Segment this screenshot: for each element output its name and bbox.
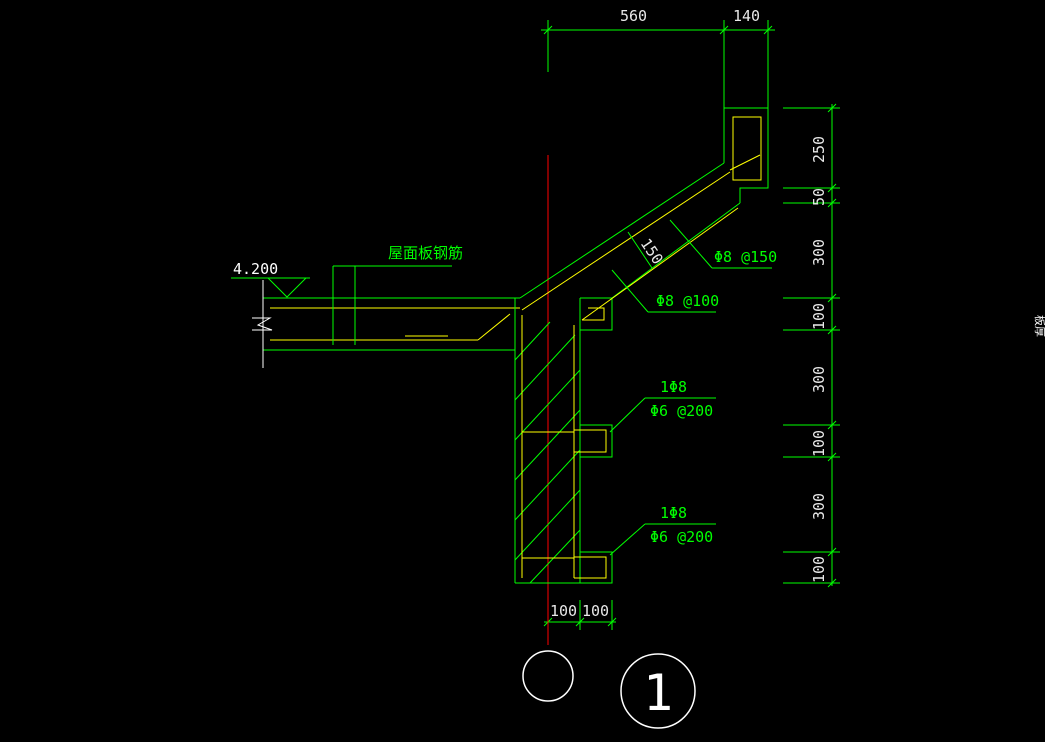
right-tick-1 [827, 183, 837, 193]
top-beam-stirrup [732, 116, 762, 181]
bottom-dim-right-label: 100 [582, 602, 609, 620]
label-rib1-stirrup: Φ6 @200 [650, 402, 713, 420]
rib-2-outline [580, 551, 613, 584]
right-tick-8 [827, 578, 837, 588]
label-rib1-main: 1Φ8 [660, 378, 687, 396]
axis-bubble [522, 650, 574, 702]
bottom-dim-left-label: 100 [550, 602, 577, 620]
rib-1-stirrup [574, 429, 607, 453]
elevation-triangle [267, 277, 307, 298]
hatch-7 [514, 321, 551, 361]
right-tick-3 [827, 293, 837, 303]
elevation-marker [231, 277, 310, 298]
top-beam-outline [723, 107, 769, 203]
rib-2 [580, 551, 613, 584]
right-tick-2 [827, 198, 837, 208]
top-beam-rebar [729, 116, 762, 181]
right-tick-6 [827, 452, 837, 462]
rib-1-rebar [574, 429, 607, 453]
hatch-2 [514, 369, 581, 441]
right-tick-5 [827, 420, 837, 430]
slab-label: 屋面板钢筋 [388, 244, 463, 262]
rib-2-rebar [574, 556, 607, 579]
slope-thickness-dim [627, 231, 653, 269]
roof-slab [252, 280, 520, 368]
label-slope-top: Φ8 @150 [714, 248, 777, 266]
right-dim-label-3: 100 [810, 303, 828, 330]
label-rib2-main: 1Φ8 [660, 504, 687, 522]
bottom-tick-right [607, 617, 617, 627]
rebar-leaders [609, 219, 772, 556]
bottom-tick-mid [575, 617, 585, 627]
hatch-5 [514, 489, 581, 561]
right-dim-label-4: 300 [810, 366, 828, 393]
section-mark-number: 1 [643, 664, 673, 722]
top-dimension-left-label: 560 [620, 7, 647, 25]
label-slope-bottom: Φ8 @100 [656, 292, 719, 310]
rib-1 [580, 424, 613, 458]
slope-bottom-rebar [581, 207, 739, 321]
slope-top-rebar [521, 171, 731, 311]
label-rib2-stirrup: Φ6 @200 [650, 528, 713, 546]
right-dim-label-7: 100 [810, 556, 828, 583]
top-tick-right [763, 25, 773, 35]
slope-end-hook [582, 307, 605, 321]
right-dimension [783, 103, 840, 588]
slope-thickness-line [627, 231, 653, 269]
sloped-rebar [521, 171, 739, 321]
right-dim-label-5: 100 [810, 430, 828, 457]
hatch-4 [514, 449, 581, 521]
rib-1-outline [580, 424, 613, 458]
top-dimension [541, 20, 775, 108]
top-beam [723, 107, 769, 203]
leader-rib2 [609, 523, 646, 556]
slab-rebar-bend [477, 313, 511, 341]
elevation-value: 4.200 [233, 260, 278, 278]
slope-bottom-edge [580, 202, 741, 331]
top-tick-left [543, 25, 553, 35]
right-tick-0 [827, 103, 837, 113]
slab-label-leader [332, 265, 452, 345]
hatch-3 [514, 409, 581, 481]
section-mark-circle [620, 653, 696, 729]
right-dim-label-1: 50 [810, 188, 828, 206]
slope-top-edge [519, 162, 725, 299]
right-dim-label-0: 250 [810, 136, 828, 163]
leader-slope-bottom [611, 269, 649, 313]
slab-break-symbol [252, 317, 273, 331]
top-beam-anchor [729, 154, 761, 171]
right-dim-label-6: 300 [810, 493, 828, 520]
right-tick-7 [827, 547, 837, 557]
top-dimension-right-label: 140 [733, 7, 760, 25]
top-tick-mid [719, 25, 729, 35]
rib-2-stirrup [574, 556, 607, 579]
right-tick-4 [827, 325, 837, 335]
leader-rib1 [609, 397, 646, 433]
hatch-1 [514, 334, 576, 401]
side-label: 板厚 [1033, 315, 1045, 337]
sloped-slab [519, 162, 741, 331]
slab-rebar [270, 307, 520, 341]
leader-slope-top [669, 219, 713, 269]
right-dim-label-2: 300 [810, 239, 828, 266]
hatch-6 [529, 529, 581, 584]
